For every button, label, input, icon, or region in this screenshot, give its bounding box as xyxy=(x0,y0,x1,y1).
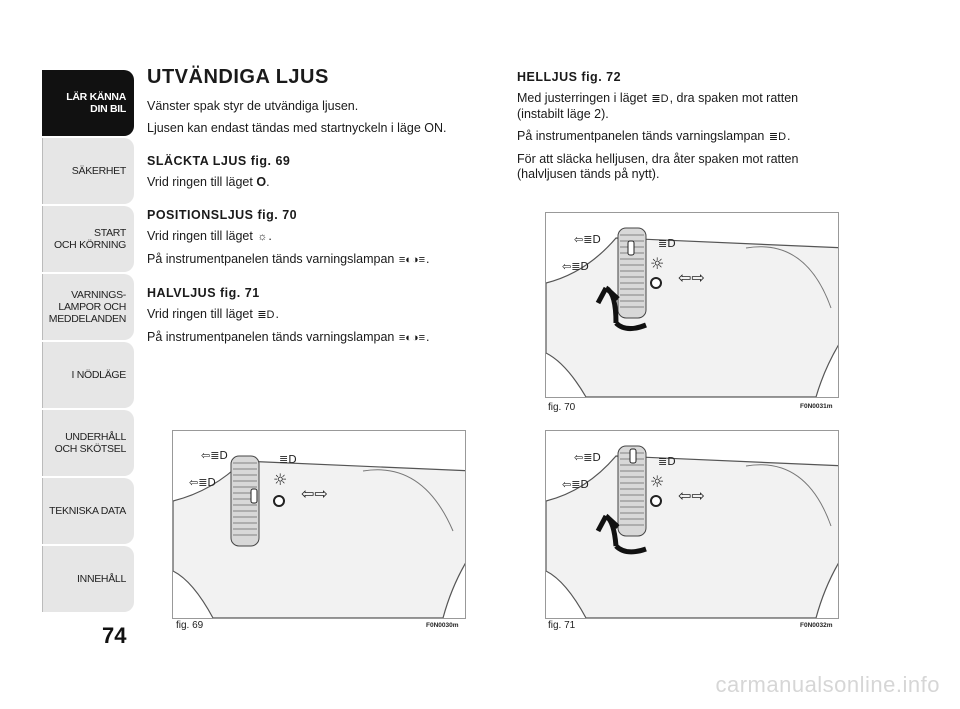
intro-text-1: Vänster spak styr de utvändiga ljusen. xyxy=(147,99,359,113)
svg-text:☼: ☼ xyxy=(650,472,664,491)
svg-text:≣D: ≣D xyxy=(658,237,676,250)
section-slackta-ljus-title: SLÄCKTA LJUS fig. 69 xyxy=(147,154,291,168)
svg-text:⇦≣D: ⇦≣D xyxy=(562,260,589,273)
main-beam-warning-icon: ≣D xyxy=(768,131,787,143)
chapter-sidebar: LÄR KÄNNA DIN BIL SÄKERHET START OCH KÖR… xyxy=(42,70,134,614)
figure-70-caption: fig. 70 xyxy=(548,402,576,413)
section-helljus-text-2: På instrumentpanelen tänds varningslampa… xyxy=(517,129,791,143)
off-symbol-icon: O xyxy=(256,175,267,189)
dipped-beam-icon: ≣D xyxy=(257,309,275,321)
section-slackta-ljus-text: Vrid ringen till läget O. xyxy=(147,175,270,189)
main-beam-icon: ≣D xyxy=(651,93,669,105)
svg-text:☼: ☼ xyxy=(273,470,287,489)
dipped-warning-lamp-icon: ≡◐◑≡ xyxy=(398,332,425,344)
svg-text:☼: ☼ xyxy=(650,254,664,273)
figure-71-code: F0N0032m xyxy=(800,622,833,629)
lever-illustration-69: ⇦≣D ⇦≣D ≣D ☼ ⇦⇨ xyxy=(173,449,465,618)
section-helljus-text-3: För att släcka helljusen, dra åter spake… xyxy=(517,152,799,181)
figure-69-lever-off: ⇦≣D ⇦≣D ≣D ☼ ⇦⇨ xyxy=(172,430,466,619)
section-positionsljus-title: POSITIONSLJUS fig. 70 xyxy=(147,208,298,222)
section-halvljus-text-2: På instrumentpanelen tänds varningslampa… xyxy=(147,330,430,344)
svg-text:⇦⇨: ⇦⇨ xyxy=(678,268,705,287)
section-positionsljus-text-2: På instrumentpanelen tänds varningslampa… xyxy=(147,252,430,266)
svg-text:⇦≣D: ⇦≣D xyxy=(189,476,216,489)
tab-lar-kanna-din-bil[interactable]: LÄR KÄNNA DIN BIL xyxy=(42,70,134,136)
page-title: UTVÄNDIGA LJUS xyxy=(147,66,329,88)
intro-text-2: Ljusen kan endast tändas med startnyckel… xyxy=(147,121,447,135)
position-warning-lamp-icon: ≡◐◑≡ xyxy=(398,254,425,266)
section-positionsljus-text-1: Vrid ringen till läget ☼. xyxy=(147,229,272,243)
section-helljus-title: HELLJUS fig. 72 xyxy=(517,70,622,84)
figure-69-code: F0N0030m xyxy=(426,622,459,629)
watermark: carmanualsonline.info xyxy=(715,672,940,697)
figure-70-lever-position: ⇦≣D ⇦≣D ≣D ☼ ⇦⇨ xyxy=(545,212,839,398)
svg-text:⇦≣D: ⇦≣D xyxy=(574,233,601,246)
section-halvljus-title: HALVLJUS fig. 71 xyxy=(147,286,260,300)
tab-i-nodlage[interactable]: I NÖDLÄGE xyxy=(42,342,134,408)
svg-text:⇦≣D: ⇦≣D xyxy=(574,451,601,464)
figure-69-caption: fig. 69 xyxy=(176,620,204,631)
figure-71-lever-dipped: ⇦≣D ⇦≣D ≣D ☼ ⇦⇨ xyxy=(545,430,839,619)
svg-text:⇦⇨: ⇦⇨ xyxy=(301,484,328,503)
tab-underhall[interactable]: UNDERHÅLL OCH SKÖTSEL xyxy=(42,410,134,476)
figure-71-caption: fig. 71 xyxy=(548,620,576,631)
svg-text:⇦≣D: ⇦≣D xyxy=(562,478,589,491)
figure-70-code: F0N0031m xyxy=(800,403,833,410)
tab-tekniska-data[interactable]: TEKNISKA DATA xyxy=(42,478,134,544)
svg-text:⇦≣D: ⇦≣D xyxy=(201,449,228,462)
tab-varningslampor[interactable]: VARNINGS- LAMPOR OCH MEDDELANDEN xyxy=(42,274,134,340)
tab-sakerhet[interactable]: SÄKERHET xyxy=(42,138,134,204)
position-light-icon: ☼ xyxy=(257,231,268,243)
lever-illustration-70: ⇦≣D ⇦≣D ≣D ☼ ⇦⇨ xyxy=(546,227,838,397)
left-column: UTVÄNDIGA LJUS Vänster spak styr de utvä… xyxy=(147,66,477,353)
svg-text:≣D: ≣D xyxy=(658,455,676,468)
section-helljus-text-1: Med justerringen i läget ≣D, dra spaken … xyxy=(517,91,799,121)
page-number: 74 xyxy=(102,623,127,648)
tab-innehall[interactable]: INNEHÅLL xyxy=(42,546,134,612)
tab-start-och-korning[interactable]: START OCH KÖRNING xyxy=(42,206,134,272)
svg-text:⇦⇨: ⇦⇨ xyxy=(678,486,705,505)
svg-text:≣D: ≣D xyxy=(279,453,297,466)
right-column: HELLJUS fig. 72 Med justerringen i läget… xyxy=(517,70,847,189)
lever-illustration-71: ⇦≣D ⇦≣D ≣D ☼ ⇦⇨ xyxy=(546,445,838,618)
section-halvljus-text-1: Vrid ringen till läget ≣D. xyxy=(147,307,279,321)
